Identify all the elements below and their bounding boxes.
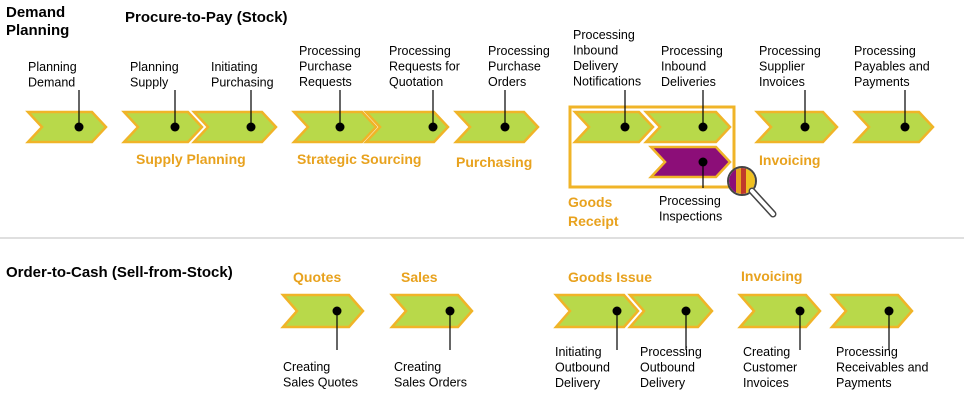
- dot-processing_inspections: [698, 157, 708, 167]
- chevron-payables-and-payments: [852, 110, 935, 144]
- group-invoicing-p2p: Invoicing: [759, 152, 820, 168]
- dot-processing_payables_and_payments: [900, 122, 910, 132]
- dot-planning_demand: [74, 122, 84, 132]
- dot-creating_customer_invoices: [795, 306, 805, 316]
- dot-creating_sales_quotes: [332, 306, 342, 316]
- magnifier-icon: [727, 166, 777, 218]
- chevron-sales-quotes: [280, 293, 365, 329]
- chevron-purchase-orders: [453, 110, 540, 144]
- dot-initiating_outbound_delivery: [612, 306, 622, 316]
- chevron-processing-outbound-delivery: [627, 293, 714, 329]
- goods-receipt-box: [568, 105, 736, 189]
- dot-processing_inbound_delivery_notifications: [620, 122, 630, 132]
- chevron-inbound-delivery-notifications: [572, 110, 655, 144]
- shapes-layer: [0, 105, 964, 329]
- dot-processing_purchase_requests: [335, 122, 345, 132]
- group-strategic-sourcing: Strategic Sourcing: [297, 151, 421, 167]
- dot-processing_inbound_deliveries: [698, 122, 708, 132]
- chevron-requests-for-quotation: [363, 110, 450, 144]
- dot-planning_supply: [170, 122, 180, 132]
- chevron-purchase-requests: [291, 110, 378, 144]
- group-invoicing-o2c: Invoicing: [741, 268, 802, 284]
- magnifier-handle-inner: [750, 189, 775, 216]
- dot-processing_receivables_and_payments: [884, 306, 894, 316]
- group-supply-planning: Supply Planning: [136, 151, 246, 167]
- group-sales: Sales: [401, 269, 438, 285]
- dot-initiating_purchasing: [246, 122, 256, 132]
- lens-stripe-purple: [729, 168, 736, 194]
- chevron-planning-demand: [25, 110, 108, 144]
- magnifier-rim: [727, 166, 757, 196]
- chevron-supplier-invoices: [754, 110, 839, 144]
- section-order-to-cash: Order-to-Cash (Sell-from-Stock): [6, 264, 233, 281]
- dot-processing_outbound_delivery: [681, 306, 691, 316]
- chevron-inbound-deliveries: [643, 110, 732, 144]
- connectors-layer: [74, 90, 910, 350]
- chevron-customer-invoices: [737, 293, 822, 329]
- dot-processing_requests_for_quotation: [428, 122, 438, 132]
- chevron-initiating-outbound-delivery: [553, 293, 640, 329]
- group-quotes: Quotes: [293, 269, 341, 285]
- chevron-inspections: [648, 145, 732, 179]
- chevron-sales-orders: [389, 293, 474, 329]
- group-goods-issue: Goods Issue: [568, 269, 652, 285]
- section-procure-to-pay: Procure-to-Pay (Stock): [125, 9, 288, 26]
- dot-processing_supplier_invoices: [800, 122, 810, 132]
- dot-processing_purchase_orders: [500, 122, 510, 132]
- lens-stripe-yellow: [746, 168, 755, 194]
- magnifier-lens: [729, 168, 755, 194]
- lens-stripe-orange: [736, 168, 741, 194]
- lens-stripe-red: [741, 168, 746, 194]
- chevron-planning-supply: [121, 110, 204, 144]
- chevron-initiating-purchasing: [191, 110, 278, 144]
- group-purchasing: Purchasing: [456, 154, 532, 170]
- chevron-receivables-and-payments: [829, 293, 914, 329]
- dot-creating_sales_orders: [445, 306, 455, 316]
